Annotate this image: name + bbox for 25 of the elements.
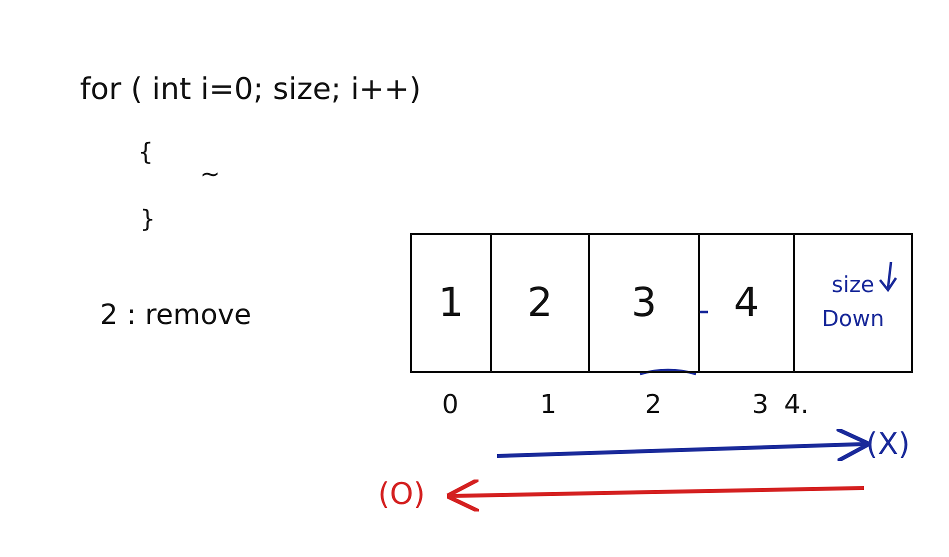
array-cell [490, 233, 590, 373]
array-cell [698, 233, 795, 373]
index-number: 0 [442, 390, 459, 420]
cell-value: 1 [438, 283, 464, 323]
cell-note: size [832, 275, 874, 297]
brace: } [140, 205, 156, 233]
array-cell [588, 233, 700, 373]
index-number: 2 [645, 390, 662, 420]
code-line: for ( int i=0; size; i++) [80, 72, 422, 107]
index-number: 3 [752, 390, 769, 420]
array-cell [793, 233, 913, 373]
index-number: 4. [784, 390, 809, 420]
arrow [444, 477, 864, 514]
cell-value: 2 [527, 283, 553, 323]
cell-value: 4 [734, 283, 760, 323]
cell-value: 3 [631, 283, 657, 323]
note-text: 2 : remove [100, 298, 252, 331]
result-text: (X) [866, 427, 910, 462]
arrow [496, 426, 872, 463]
result-text: (O) [378, 477, 426, 512]
cell-note: Down [822, 309, 884, 331]
array-cell [410, 233, 492, 373]
index-number: 1 [540, 390, 557, 420]
squiggle: ~ [200, 160, 220, 188]
brace: { [138, 138, 154, 166]
